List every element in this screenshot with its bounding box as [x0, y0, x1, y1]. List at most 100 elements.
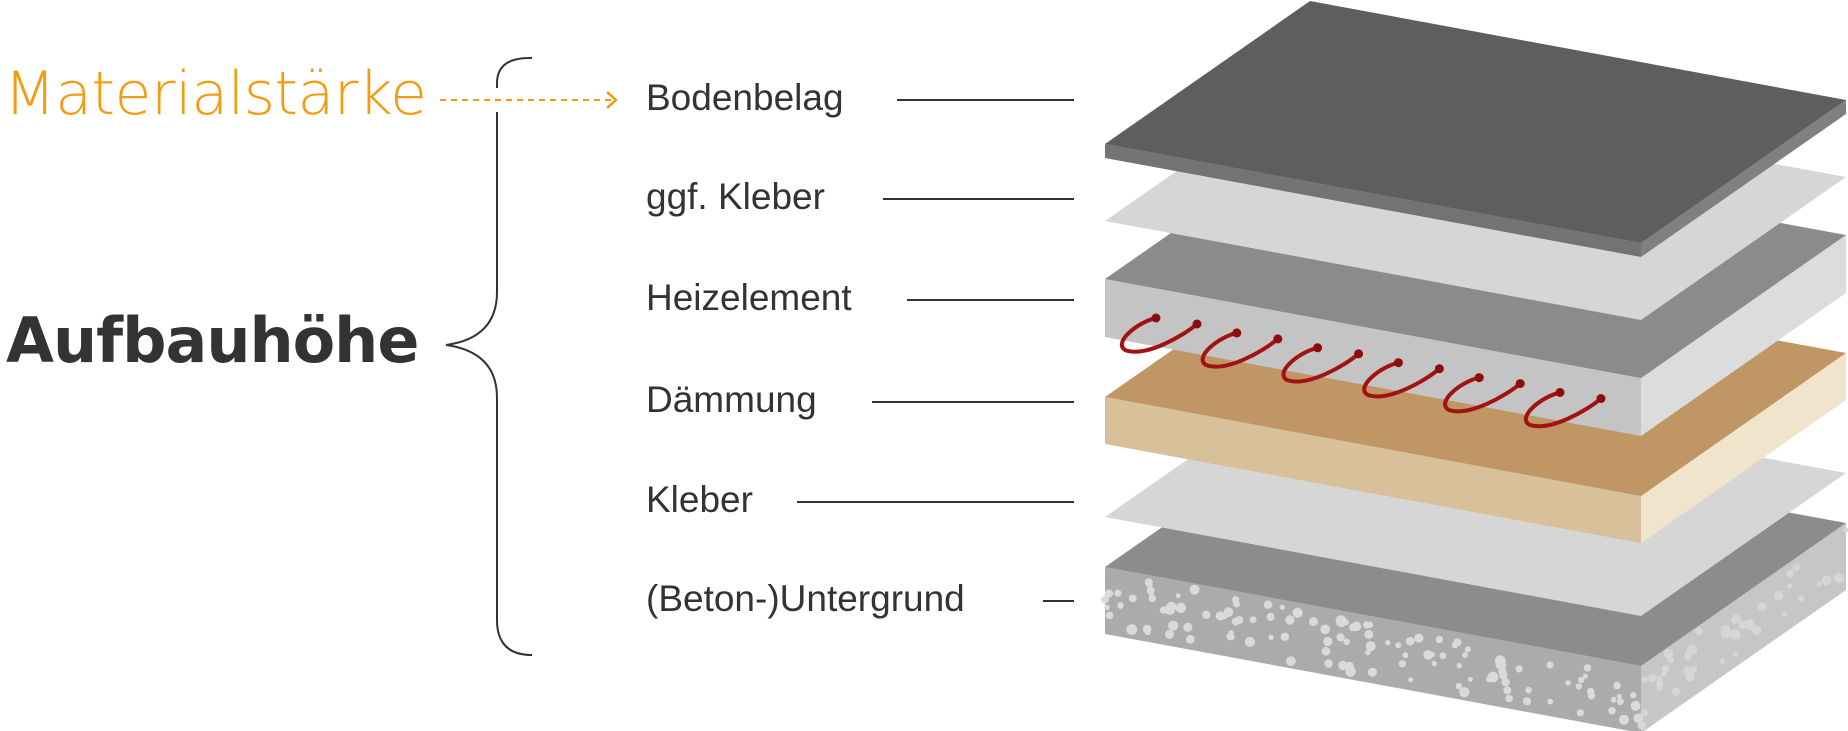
concrete-speckle: [1797, 595, 1804, 602]
concrete-speckle: [1547, 698, 1554, 705]
concrete-speckle: [1408, 677, 1414, 683]
concrete-speckle: [1414, 633, 1424, 643]
layer-front-face: [1105, 144, 1641, 257]
concrete-speckle: [1587, 692, 1596, 700]
concrete-speckle: [1168, 620, 1179, 631]
concrete-speckle: [1435, 635, 1444, 644]
concrete-speckle: [1338, 660, 1348, 671]
concrete-speckle: [1431, 660, 1437, 667]
concrete-speckle: [1757, 602, 1767, 611]
concrete-speckle: [1613, 681, 1621, 690]
concrete-speckle: [1843, 527, 1848, 533]
brace-lower-stroke: [445, 112, 533, 656]
build-height-title: Aufbauhöhe: [6, 304, 419, 377]
heating-wire-loop: [1524, 390, 1603, 429]
concrete-speckle: [1565, 680, 1571, 686]
heating-wire-icon: [1120, 313, 1606, 429]
concrete-speckle: [1309, 617, 1318, 627]
concrete-speckle: [1104, 589, 1114, 598]
concrete-speckle: [1395, 642, 1402, 649]
layer-front-face: [1105, 279, 1641, 436]
concrete-speckle: [1582, 673, 1588, 679]
concrete-speckle: [1501, 678, 1510, 687]
concrete-speckle: [1263, 600, 1273, 609]
concrete-speckle: [1456, 662, 1463, 669]
concrete-speckle: [1335, 615, 1347, 627]
layer-bodenbelag: [1105, 1, 1846, 257]
concrete-speckle: [1792, 563, 1800, 572]
concrete-speckle: [1671, 687, 1681, 696]
heating-wire-terminal: [1515, 379, 1525, 389]
concrete-speckle: [1104, 604, 1110, 611]
heating-wire-terminal: [1393, 358, 1403, 368]
concrete-speckle: [1685, 673, 1695, 682]
concrete-speckle: [1235, 615, 1244, 624]
concrete-speckle: [1175, 602, 1187, 614]
concrete-speckle: [1816, 581, 1822, 587]
concrete-speckle: [1462, 652, 1469, 658]
concrete-speckle: [1385, 640, 1391, 646]
layer-label-bodenbelag: Bodenbelag: [646, 77, 844, 118]
concrete-speckle: [1175, 593, 1181, 599]
concrete-speckle: [1833, 572, 1845, 584]
concrete-speckle: [1786, 569, 1795, 578]
concrete-speckle: [1731, 614, 1742, 625]
concrete-speckle: [1285, 615, 1295, 625]
layer-label-kleber: Kleber: [646, 479, 753, 520]
concrete-speckle: [1515, 665, 1523, 673]
heating-wire-loop: [1443, 375, 1523, 414]
heating-wire-terminal: [1151, 313, 1161, 323]
heating-wire-loop: [1120, 316, 1199, 354]
concrete-speckle: [1455, 683, 1463, 690]
concrete-speckle: [1186, 635, 1195, 644]
concrete-speckle: [1661, 665, 1670, 673]
heating-wire-terminal: [1192, 319, 1202, 329]
concrete-speckle: [1439, 652, 1447, 660]
concrete-speckle: [1583, 664, 1592, 672]
concrete-speckle: [1349, 623, 1357, 632]
concrete-speckle: [1292, 607, 1303, 618]
concrete-speckle: [1738, 621, 1747, 630]
concrete-speckle: [1367, 667, 1377, 677]
concrete-speckle: [1522, 697, 1532, 706]
concrete-speckle: [1189, 584, 1200, 595]
concrete-speckle: [1546, 661, 1554, 669]
heating-wire-loop: [1281, 345, 1361, 384]
material-thickness-title: Materialstärke: [4, 59, 427, 129]
concrete-speckle: [1364, 630, 1374, 639]
concrete-speckle: [1505, 694, 1513, 703]
concrete-speckle: [1222, 614, 1228, 620]
concrete-speckle: [1128, 594, 1137, 603]
concrete-speckle: [1630, 691, 1637, 699]
concrete-speckle: [1398, 660, 1407, 668]
concrete-speckle: [1320, 624, 1330, 635]
heating-wire-terminal: [1273, 334, 1283, 344]
layer-label-ggf-kleber: ggf. Kleber: [646, 176, 825, 217]
heating-wire-terminal: [1232, 328, 1242, 338]
layer-label-daemmung: Dämmung: [646, 379, 817, 420]
concrete-speckle: [1126, 624, 1138, 635]
concrete-speckle: [1467, 676, 1473, 682]
concrete-speckle: [1730, 629, 1741, 640]
concrete-speckle: [1144, 628, 1151, 635]
concrete-speckle: [1321, 646, 1331, 656]
concrete-speckle: [1641, 676, 1649, 683]
concrete-speckle: [1781, 611, 1788, 617]
concrete-speckle: [1648, 674, 1657, 682]
concrete-speckle: [1117, 602, 1124, 609]
concrete-speckle: [1577, 676, 1585, 684]
heating-wire-terminal: [1596, 394, 1606, 403]
concrete-speckle: [1719, 658, 1726, 665]
concrete-speckle: [1459, 687, 1470, 698]
concrete-speckle: [1640, 709, 1649, 717]
heating-wire-loop: [1362, 360, 1442, 399]
concrete-speckle: [1286, 656, 1296, 666]
concrete-speckle: [1114, 589, 1122, 597]
concrete-speckle: [1752, 625, 1762, 635]
layer-label-heizelement: Heizelement: [646, 277, 852, 318]
concrete-speckle: [1633, 713, 1643, 723]
brace-top-curve: [496, 56, 533, 88]
concrete-speckle: [1610, 696, 1617, 703]
concrete-speckle: [1821, 575, 1832, 586]
